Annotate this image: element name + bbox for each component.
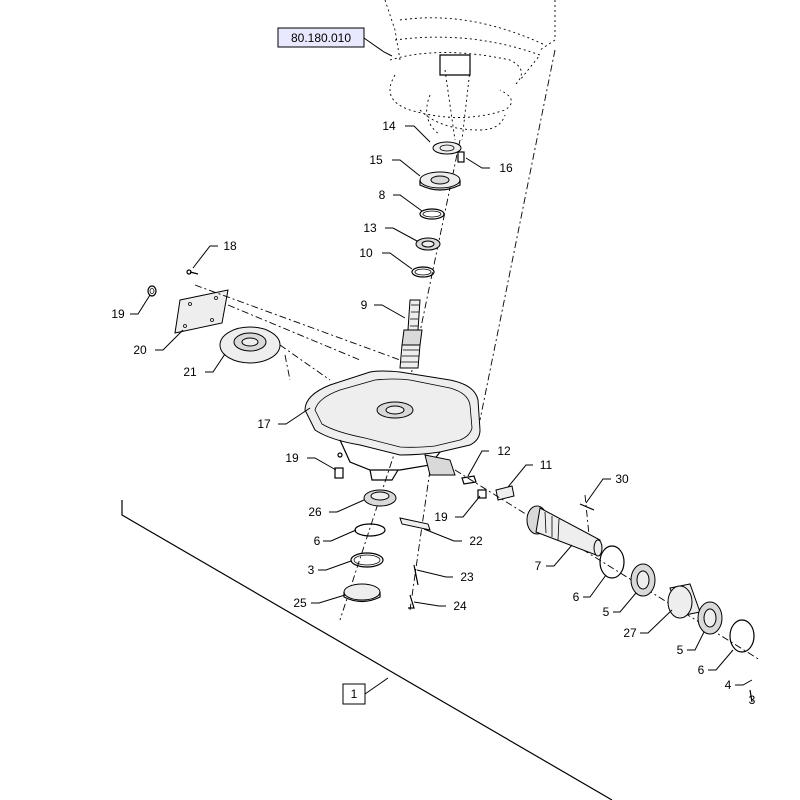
callout-24[interactable]: 24	[453, 599, 467, 613]
callout-18[interactable]: 18	[223, 239, 237, 253]
callout-14[interactable]: 14	[382, 119, 396, 133]
callout-7[interactable]: 7	[535, 559, 542, 573]
callout-19-left[interactable]: 19	[111, 307, 125, 321]
callout-25[interactable]: 25	[293, 596, 307, 610]
part-19-nut-mid	[334, 467, 344, 479]
assembly-box[interactable]: 1	[342, 677, 389, 705]
callout-30[interactable]: 30	[615, 472, 629, 486]
callout-13[interactable]: 13	[363, 221, 377, 235]
part-3-ring-lower	[350, 552, 384, 568]
part-15-flange	[419, 171, 461, 191]
callout-15[interactable]: 15	[369, 153, 383, 167]
callout-8[interactable]: 8	[379, 188, 386, 202]
callout-9[interactable]: 9	[361, 298, 368, 312]
frame-line	[121, 500, 613, 800]
part-20-plate	[174, 289, 229, 334]
callout-6-right-a[interactable]: 6	[573, 590, 580, 604]
callout-12[interactable]: 12	[497, 444, 511, 458]
part-6-ring-right-b	[729, 619, 755, 653]
callout-11[interactable]: 11	[540, 458, 553, 472]
part-19-nut-left	[147, 285, 157, 297]
frame-line-right	[749, 689, 753, 703]
part-17-housing	[304, 370, 481, 481]
callout-19-mid[interactable]: 19	[285, 451, 299, 465]
part-27-spacer	[667, 583, 701, 619]
leader-lines	[130, 125, 753, 686]
part-22-key	[399, 517, 431, 531]
callout-3-lower[interactable]: 3	[308, 563, 315, 577]
part-6-ring-right-a	[599, 545, 625, 579]
callout-17[interactable]: 17	[257, 417, 271, 431]
part-18-bolt	[186, 269, 199, 275]
part-8-ring	[419, 208, 445, 220]
part-11-sleeve	[495, 485, 515, 501]
assembly-box-label: 1	[351, 687, 358, 701]
reference-box-label: 80.180.010	[291, 31, 351, 45]
part-6-ring-lower	[354, 523, 386, 537]
callout-4[interactable]: 4	[725, 678, 732, 692]
part-30-pin	[579, 503, 595, 511]
part-9-shaft	[399, 299, 423, 369]
callout-labels: 14 15 16 8 13 10 18 9 19 20 21 17 12 11 …	[111, 119, 755, 707]
callout-26[interactable]: 26	[308, 505, 322, 519]
part-13-bearing	[415, 237, 441, 251]
callout-20[interactable]: 20	[133, 343, 147, 357]
callout-10[interactable]: 10	[359, 246, 373, 260]
part-5-bearing-a	[630, 563, 656, 597]
part-21-bearing	[219, 326, 281, 364]
part-25-cap	[343, 583, 381, 603]
callout-6-right-b[interactable]: 6	[698, 663, 705, 677]
part-16-pin	[457, 151, 465, 163]
callout-5-a[interactable]: 5	[603, 605, 610, 619]
part-5-bearing-b	[697, 601, 723, 635]
part-12-pin	[461, 475, 477, 485]
callout-6-lower[interactable]: 6	[314, 534, 321, 548]
callout-21[interactable]: 21	[183, 365, 197, 379]
callout-3-right[interactable]: 3	[749, 693, 756, 707]
part-26-bearing	[363, 489, 397, 507]
part-23-pin	[413, 564, 419, 586]
part-14-seal	[432, 141, 462, 155]
part-19-nut-right	[477, 489, 487, 499]
callout-5-b[interactable]: 5	[677, 643, 684, 657]
part-10-ring	[411, 266, 435, 278]
callout-27[interactable]: 27	[623, 626, 637, 640]
part-7-shaft	[526, 505, 603, 557]
callout-23[interactable]: 23	[460, 570, 474, 584]
callout-19-right[interactable]: 19	[434, 510, 448, 524]
callout-22[interactable]: 22	[469, 534, 483, 548]
callout-16[interactable]: 16	[499, 161, 513, 175]
auger-drawing	[384, 0, 556, 141]
reference-box[interactable]: 80.180.010	[277, 27, 393, 57]
part-24-pin	[408, 594, 415, 609]
